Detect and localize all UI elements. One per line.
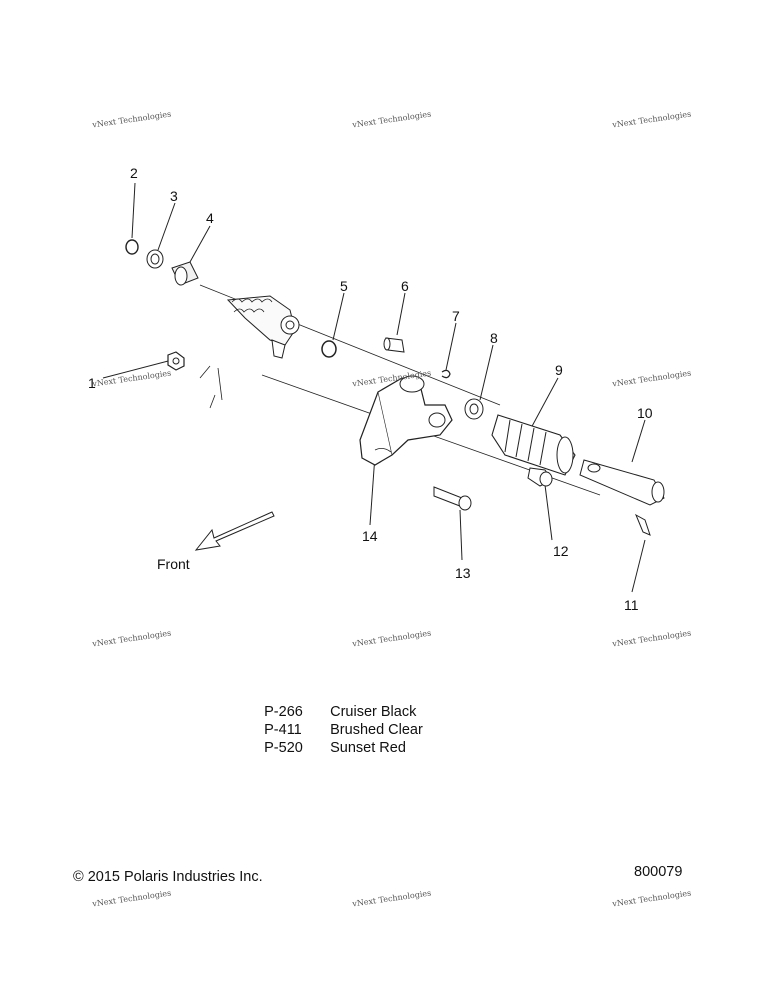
leader-3 xyxy=(157,202,176,251)
shift-shaft-assembly xyxy=(226,295,300,359)
axis-break-2 xyxy=(217,367,223,401)
leader-2 xyxy=(131,182,136,239)
front-arrow-icon xyxy=(194,511,275,551)
callout-8: 8 xyxy=(490,330,498,346)
callout-11: 11 xyxy=(624,597,639,613)
legend-color-name: Sunset Red xyxy=(330,740,406,756)
legend-row: P-411 Brushed Clear xyxy=(248,706,423,754)
legend-row: P-520 Sunset Red xyxy=(248,724,406,772)
callout-12: 12 xyxy=(553,543,569,559)
axis-break-1 xyxy=(199,365,211,379)
part-9-foot-peg-rubber xyxy=(491,414,576,476)
callout-10: 10 xyxy=(637,405,653,421)
leader-10 xyxy=(631,419,646,463)
callout-13: 13 xyxy=(455,565,471,581)
callout-1: 1 xyxy=(88,375,96,391)
part-10-foot-peg xyxy=(579,459,665,506)
part-1-nut xyxy=(167,351,185,371)
leader-9 xyxy=(529,377,559,431)
part-12-bolt xyxy=(527,467,553,487)
callout-3: 3 xyxy=(170,188,178,204)
part-2-snap-ring xyxy=(125,239,139,255)
leader-1 xyxy=(102,359,173,379)
callout-7: 7 xyxy=(452,308,460,324)
drawing-number: 800079 xyxy=(634,864,683,880)
callout-14: 14 xyxy=(362,528,378,544)
part-8-washer-hole xyxy=(469,403,479,415)
leader-6 xyxy=(396,292,406,336)
part-14-shift-lever xyxy=(359,375,453,466)
leader-7 xyxy=(445,322,457,371)
leader-5 xyxy=(332,292,345,341)
part-3-washer-hole xyxy=(150,253,160,265)
legend-code: P-411 xyxy=(264,722,302,738)
legend-code: P-266 xyxy=(264,704,303,720)
legend-color-name: Brushed Clear xyxy=(330,722,423,738)
axis-break-3 xyxy=(209,394,216,409)
part-7-clip xyxy=(441,369,451,379)
callout-2: 2 xyxy=(130,165,138,181)
callout-4: 4 xyxy=(206,210,214,226)
leader-14 xyxy=(369,454,376,526)
front-label: Front xyxy=(157,556,190,572)
leader-8 xyxy=(479,344,494,401)
leader-4 xyxy=(189,225,211,263)
legend-code: P-520 xyxy=(264,740,303,756)
callout-5: 5 xyxy=(340,278,348,294)
part-3-washer xyxy=(146,249,164,269)
leader-13 xyxy=(459,509,463,561)
part-4-bushing xyxy=(171,261,199,286)
copyright-text: © 2015 Polaris Industries Inc. xyxy=(73,869,263,885)
legend-row: P-266 Cruiser Black xyxy=(248,688,416,736)
legend-color-name: Cruiser Black xyxy=(330,704,417,720)
part-13-bolt xyxy=(433,486,472,511)
callout-9: 9 xyxy=(555,362,563,378)
leader-11 xyxy=(631,539,646,593)
part-11-cotter-pin xyxy=(634,513,651,536)
leader-12 xyxy=(544,484,553,541)
callout-6: 6 xyxy=(401,278,409,294)
part-6-pin xyxy=(383,337,405,353)
part-8-washer xyxy=(464,398,484,420)
part-5-o-ring xyxy=(321,340,337,358)
